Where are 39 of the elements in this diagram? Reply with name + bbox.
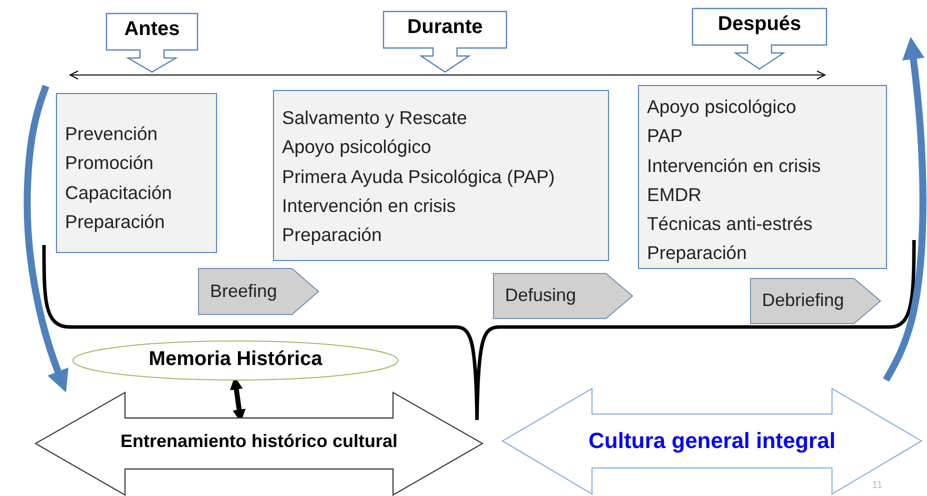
list-item: Preparación <box>65 210 165 234</box>
double-arrow-shape <box>35 392 483 496</box>
callout-box <box>383 11 507 73</box>
list-item: Salvamento y Rescate <box>282 106 468 130</box>
ellipse <box>72 340 399 381</box>
list-item: Prevención <box>65 122 158 146</box>
text-box <box>273 90 609 261</box>
heading-text: Durante <box>406 16 484 39</box>
ellipse-label: Memoria Histórica <box>148 348 324 371</box>
list-item: Preparación <box>282 223 382 248</box>
list-item: Intervención en crisis <box>647 154 821 178</box>
list-item: Preparación <box>647 241 747 266</box>
step-label: Defusing <box>505 285 576 306</box>
heading-text: Después <box>716 13 802 36</box>
list-item: Apoyo psicológico <box>282 135 432 160</box>
curved-arrow <box>24 84 68 392</box>
step-arrow <box>493 273 633 319</box>
double-arrow-shape <box>502 388 922 496</box>
list-item: Intervención en crisis <box>282 194 456 218</box>
text-box <box>56 93 217 253</box>
heading-text: Antes <box>123 18 181 41</box>
text-box <box>638 85 887 269</box>
arrow-label: Cultura general integral <box>588 428 836 454</box>
step-arrow <box>198 268 319 315</box>
step-arrow <box>750 278 881 324</box>
step-label: Breefing <box>210 280 278 302</box>
list-item: Apoyo psicológico <box>647 95 796 119</box>
step-label: Debriefing <box>762 290 844 311</box>
arrow-label: Entrenamiento histórico cultural <box>119 430 399 452</box>
list-item: Capacitación <box>65 180 172 205</box>
list-item: Técnicas anti-estrés <box>647 212 813 236</box>
page-number: 11 <box>872 480 882 491</box>
callout-box <box>692 8 827 70</box>
list-item: Promoción <box>65 151 154 176</box>
list-item: EMDR <box>647 182 702 207</box>
list-item: PAP <box>647 124 683 148</box>
callout-box <box>106 13 198 73</box>
curved-arrow <box>882 36 926 382</box>
list-item: Primera Ayuda Psicológica (PAP) <box>282 164 555 189</box>
